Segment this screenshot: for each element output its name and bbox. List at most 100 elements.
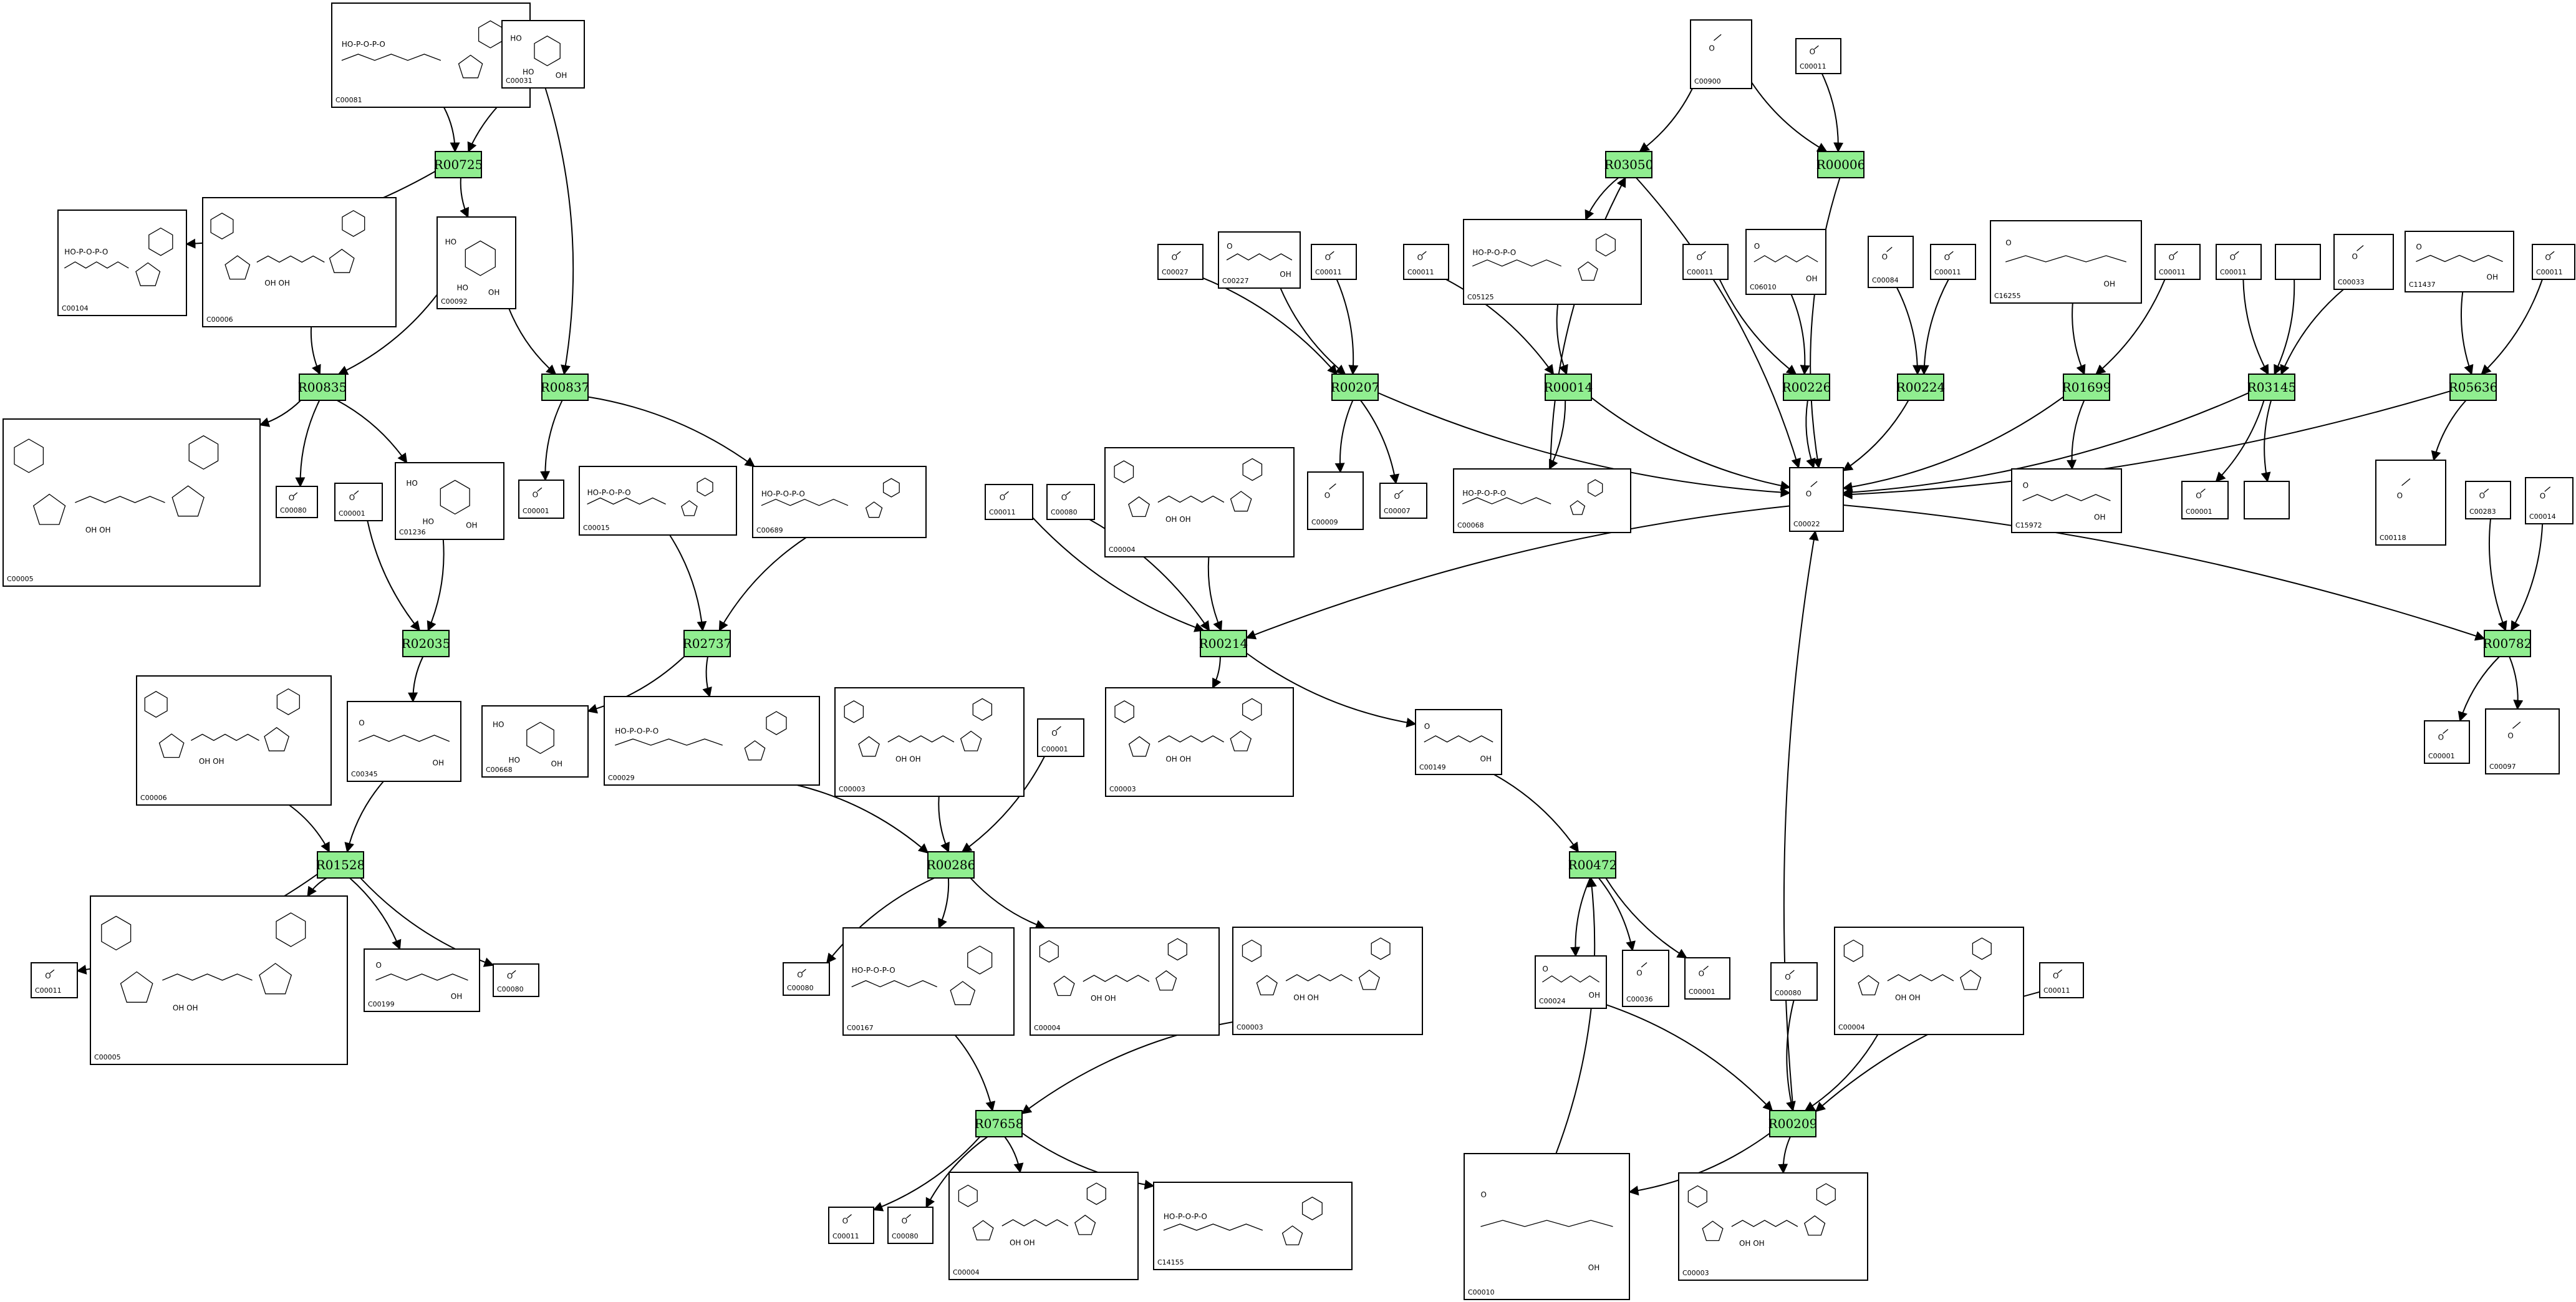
compound-box[interactable] [887,1207,933,1244]
compound-box[interactable] [2181,481,2229,519]
reaction-node[interactable]: R02737 [683,630,732,657]
compound-box[interactable] [1415,709,1502,775]
reaction-node[interactable]: R00782 [2483,630,2532,657]
reaction-box[interactable] [1200,630,1247,657]
compound-box[interactable] [1690,19,1752,89]
compound-box[interactable] [1463,219,1642,305]
compound-box[interactable] [90,895,348,1065]
compound-box[interactable] [2424,720,2470,764]
compound-box[interactable] [1153,1182,1353,1270]
reaction-box[interactable] [435,151,482,178]
compound-box[interactable] [783,962,830,996]
reaction-box[interactable] [683,630,731,657]
reaction-node[interactable]: R00214 [1199,630,1248,657]
compound-box[interactable] [2244,481,2290,519]
compound-box[interactable] [1795,38,1841,74]
reaction-node[interactable]: R03050 [1604,151,1654,178]
reaction-box[interactable] [1569,851,1616,879]
reaction-node[interactable]: R00209 [1768,1110,1818,1137]
compound-box[interactable] [1105,687,1294,797]
compound-box[interactable] [1379,483,1427,519]
compound-box[interactable] [834,687,1025,797]
reaction-box[interactable] [1331,374,1379,401]
reaction-node[interactable]: R07658 [975,1110,1024,1137]
reaction-box[interactable] [402,630,450,657]
compound-box[interactable] [1834,927,2024,1035]
compound-box[interactable] [1232,927,1423,1035]
reaction-node[interactable]: R01528 [316,851,365,879]
compound-box[interactable] [347,701,461,782]
compound-box[interactable] [1104,447,1295,557]
reaction-node[interactable]: R00014 [1544,374,1593,401]
compound-box[interactable] [948,1172,1139,1280]
reaction-box[interactable] [1783,374,1830,401]
compound-box[interactable] [364,948,480,1012]
compound-box[interactable] [1789,467,1844,532]
reaction-box[interactable] [927,851,975,879]
compound-box[interactable] [2525,477,2574,524]
reaction-box[interactable] [1817,151,1864,178]
reaction-box[interactable] [2063,374,2110,401]
compound-box[interactable] [1745,229,1826,295]
reaction-box[interactable] [1897,374,1944,401]
compound-box[interactable] [57,210,187,316]
compound-box[interactable] [1990,220,2142,304]
compound-box[interactable] [1403,244,1449,280]
compound-box[interactable] [2216,244,2262,280]
compound-box[interactable] [1218,231,1301,289]
compound-box[interactable] [2405,231,2514,292]
compound-box[interactable] [1682,244,1729,280]
compound-box[interactable] [1678,1172,1868,1281]
compound-box[interactable] [1684,957,1730,1000]
reaction-node[interactable]: R02035 [402,630,451,657]
compound-box[interactable] [842,927,1015,1036]
compound-box[interactable] [985,484,1033,520]
compound-box[interactable] [2,418,261,587]
reaction-node[interactable]: R00835 [298,374,347,401]
reaction-node[interactable]: R00725 [434,151,483,178]
compound-box[interactable] [1030,927,1220,1036]
compound-box[interactable] [1464,1153,1630,1300]
reaction-node[interactable]: R00006 [1816,151,1866,178]
compound-box[interactable] [276,486,318,518]
compound-box[interactable] [437,216,516,309]
compound-box[interactable] [1046,484,1095,520]
